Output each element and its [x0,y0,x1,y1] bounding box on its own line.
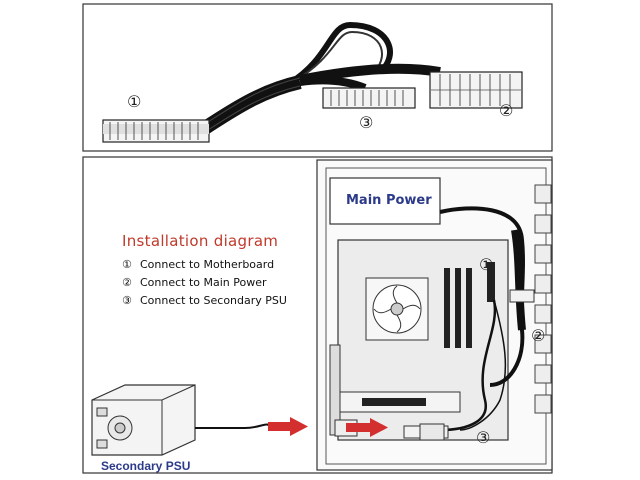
step-number: ② [122,276,132,289]
callout-1: ① [127,92,142,111]
callout-3: ③ [359,113,374,132]
step-number: ① [122,258,132,271]
cable-illustration [102,21,523,143]
installation-title: Installation diagram [122,232,279,250]
step-text: Connect to Motherboard [140,258,275,271]
ram-slot [455,268,461,348]
ram-slot [444,268,450,348]
main-power-box [329,177,441,225]
arrow-icon [346,418,388,437]
connector-3 [322,87,416,109]
connector-1 [102,119,210,143]
installation-step: ② Connect to Main Power [122,276,267,289]
main-power-label: Main Power [346,193,432,208]
pc-case [316,159,553,471]
callout-2-case: ② [531,326,546,345]
step-number: ③ [122,294,132,307]
callout-2: ② [499,101,514,120]
callout-3-case: ③ [476,428,491,447]
secondary-psu-label: Secondary PSU [101,459,191,473]
top-panel-frame [82,3,553,152]
cpu-fan-icon [365,277,429,341]
arrow-icon [268,417,308,436]
step-text: Connect to Main Power [140,276,267,289]
secondary-psu [91,384,196,456]
motherboard-24pin [487,262,495,302]
callout-1-case: ① [479,255,494,274]
connector-2 [429,71,523,109]
installation-step: ③ Connect to Secondary PSU [122,294,287,307]
case-cables [403,206,535,441]
ram-slot [466,268,472,348]
installation-step: ① Connect to Motherboard [122,258,274,271]
cable-connector-2 [509,289,535,303]
step-text: Connect to Secondary PSU [140,294,287,307]
